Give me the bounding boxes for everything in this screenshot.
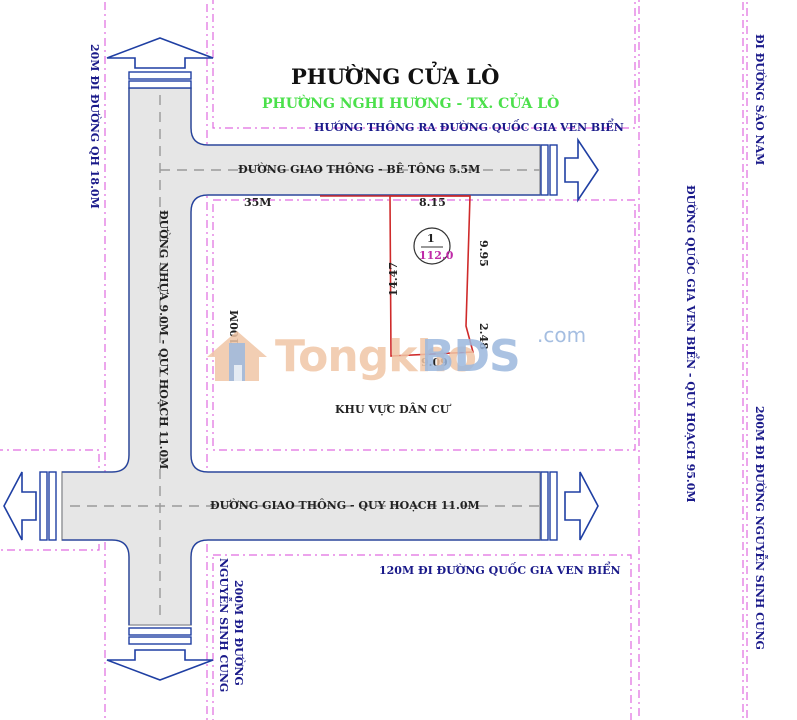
label-khu-vuc-dan-cu: KHU VỰC DÂN CƯ: [335, 403, 450, 416]
dim-right-upper: 9.95: [477, 240, 490, 267]
parcel-number: 1: [427, 232, 435, 245]
label-duong-nhua: ĐƯỜNG NHỰA 9.0M - QUY HOẠCH 11.0M: [157, 210, 170, 470]
dim-top: 8.15: [419, 196, 446, 209]
label-20m-qh: 20M ĐI ĐƯỜNG QH 18.0M: [88, 44, 101, 209]
label-huong-thong: HƯỚNG THÔNG RA ĐƯỜNG QUỐC GIA VEN BIỂN: [314, 121, 624, 134]
label-nsc-bottom-2: NGUYỄN SINH CUNG: [217, 558, 230, 693]
label-nsc-bottom-1: 200M ĐI ĐƯỜNG: [232, 580, 245, 686]
house-logo-icon: [207, 331, 267, 381]
dim-bottom: 9.09: [421, 356, 448, 369]
dim-left: 14.47: [387, 262, 400, 297]
road-network: [61, 87, 541, 626]
arrow-down: [106, 649, 214, 681]
subtitle: PHƯỜNG NGHI HƯƠNG - TX. CỬA LÒ: [262, 96, 560, 112]
label-sao-nam: ĐI ĐƯỜNG SÀO NAM: [753, 34, 766, 166]
watermark-left: Tongkho: [275, 331, 477, 382]
label-quoc-gia-95m: ĐƯỜNG QUỐC GIA VEN BIỂN - QUY HOẠCH 95.0…: [684, 185, 697, 503]
parcel-area: 112.0: [419, 249, 454, 262]
road-ends: [39, 71, 558, 645]
label-nguyen-sinh-cung-right: 200M ĐI ĐƯỜNG NGUYỄN SINH CUNG: [753, 406, 766, 650]
direction-arrows: [3, 37, 599, 681]
label-road-bottom: ĐƯỜNG GIAO THÔNG - QUY HOẠCH 11.0M: [210, 499, 480, 512]
parcel-1: [320, 195, 475, 357]
arrow-up: [106, 37, 214, 69]
arrow-right-top: [564, 137, 599, 203]
watermark-right: BDS: [421, 331, 521, 382]
arrow-left: [3, 471, 37, 541]
page-title: PHƯỜNG CỬA LÒ: [291, 64, 500, 89]
arrow-right-bottom: [564, 471, 599, 541]
label-120m-ven-bien: 120M ĐI ĐƯỜNG QUỐC GIA VEN BIỂN: [379, 564, 621, 577]
watermark-suffix: .com: [537, 323, 587, 347]
label-road-top: ĐƯỜNG GIAO THÔNG - BÊ TÔNG 5.5M: [238, 163, 481, 176]
label-35m: 35M: [244, 196, 272, 209]
